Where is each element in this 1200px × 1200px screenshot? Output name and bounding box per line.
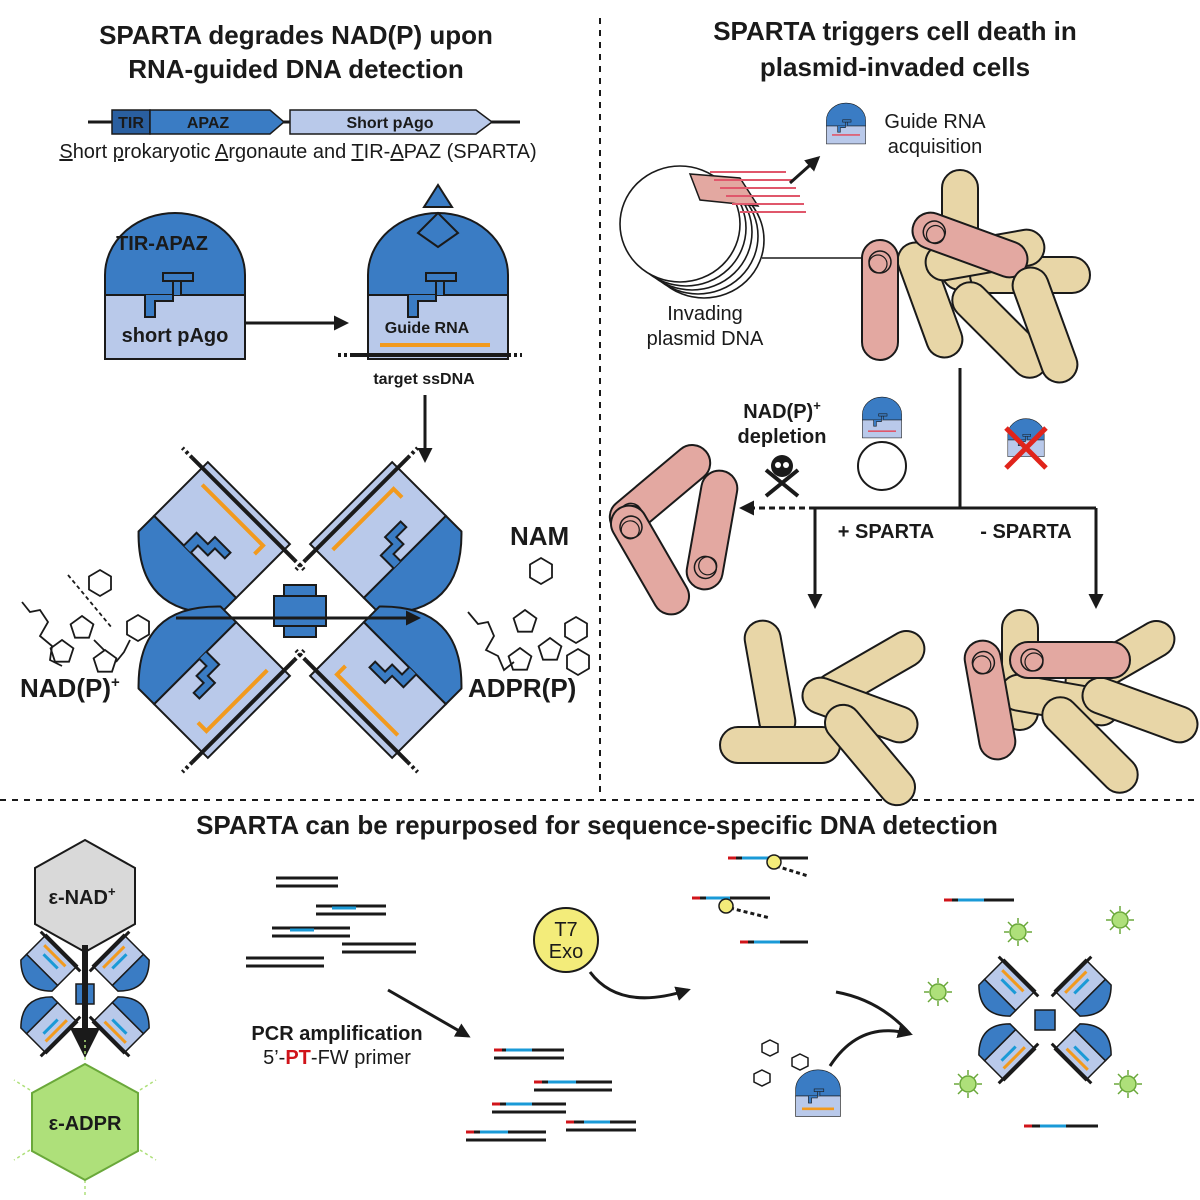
final-tetramer (965, 953, 1125, 1087)
nam-hexagon (529, 557, 553, 585)
dying-cells (601, 436, 742, 622)
small-sparta-icon (795, 1069, 841, 1117)
nadp-molecule (21, 569, 150, 673)
substrate-label: ε-NAD+ (48, 884, 115, 909)
exo-label-line1: T7 (554, 919, 577, 941)
digested-dna (692, 854, 809, 944)
invading-plasmid (619, 165, 866, 299)
gene-apaz (149, 109, 286, 135)
panel-a-title-line2: RNA-guided DNA detection (128, 54, 464, 84)
protected-colony (719, 616, 932, 814)
target-ssdna-label: target ssDNA (373, 371, 475, 388)
nam-label: NAM (510, 521, 569, 551)
sparta-with-plasmid-icon (857, 396, 907, 491)
exo-arrow (588, 971, 691, 1001)
adpr-molecule (467, 609, 590, 676)
pcr-label-line2: 5’-PT-FW primer (263, 1047, 411, 1069)
pcr-arrow (387, 988, 471, 1038)
adprp-label: ADPR(P) (468, 673, 576, 703)
tir-apaz-label: TIR-APAZ (116, 233, 208, 255)
plus-sparta-label: + SPARTA (838, 521, 935, 543)
gene-apaz-label: APAZ (187, 115, 230, 132)
guide-acquisition-line1: Guide RNA (884, 111, 986, 133)
plasmid-label-line2: plasmid DNA (647, 328, 764, 350)
activation-curve-arrow (828, 1023, 913, 1067)
raw-dna-fragments (246, 876, 416, 968)
gene-tir-label: TIR (118, 115, 144, 132)
nad-hexagons (753, 1039, 809, 1087)
pcr-label-line1: PCR amplification (251, 1023, 422, 1045)
panel-b-title-line1: SPARTA triggers cell death in (713, 16, 1077, 46)
activation-curve-top (835, 990, 912, 1035)
panel-a: SPARTA degrades NAD(P) upon RNA-guided D… (20, 20, 590, 778)
panel-b-title-line2: plasmid-invaded cells (760, 52, 1030, 82)
sparta-tetramer (98, 442, 503, 777)
minus-sparta-label: - SPARTA (980, 521, 1071, 543)
no-sparta-icon (1004, 418, 1048, 470)
guide-acquisition-line2: acquisition (888, 136, 983, 158)
acquisition-arrow (789, 156, 821, 185)
amplified-dna (466, 1048, 636, 1142)
plasmid-label-line1: Invading (667, 303, 743, 325)
short-pago-label: short pAgo (122, 325, 229, 347)
depletion-label-line1: NAD(P)+ (743, 398, 821, 423)
panel-a-title-line1: SPARTA degrades NAD(P) upon (99, 20, 493, 50)
gene-pago-label: Short pAgo (346, 115, 433, 132)
infected-colony (861, 169, 1091, 389)
free-ssdna (944, 898, 1098, 1128)
panel-c: SPARTA can be repurposed for sequence-sp… (7, 810, 1143, 1196)
depletion-label-line2: depletion (738, 426, 827, 448)
guide-rna-label: Guide RNA (385, 320, 470, 337)
guide-loaded-sparta-icon (826, 102, 866, 145)
sparta-active (338, 183, 522, 360)
panel-b: SPARTA triggers cell death in plasmid-in… (601, 16, 1200, 814)
t7-exo-icon (533, 907, 599, 973)
exo-label-line2: Exo (549, 941, 583, 963)
product-hexagon (13, 1040, 157, 1196)
skull-crossbones-icon (764, 455, 800, 498)
nadp-label: NAD(P)+ (20, 673, 120, 703)
fluorescent-products (923, 905, 1143, 1099)
product-label: ε-ADPR (49, 1113, 122, 1135)
gene-pago (289, 109, 494, 135)
sparta-acronym: Short prokaryotic Argonaute and TIR-APAZ… (59, 141, 536, 163)
gene-map: TIR APAZ Short pAgo (88, 109, 520, 135)
unprotected-colony (960, 609, 1200, 802)
panel-c-title: SPARTA can be repurposed for sequence-sp… (196, 810, 998, 840)
